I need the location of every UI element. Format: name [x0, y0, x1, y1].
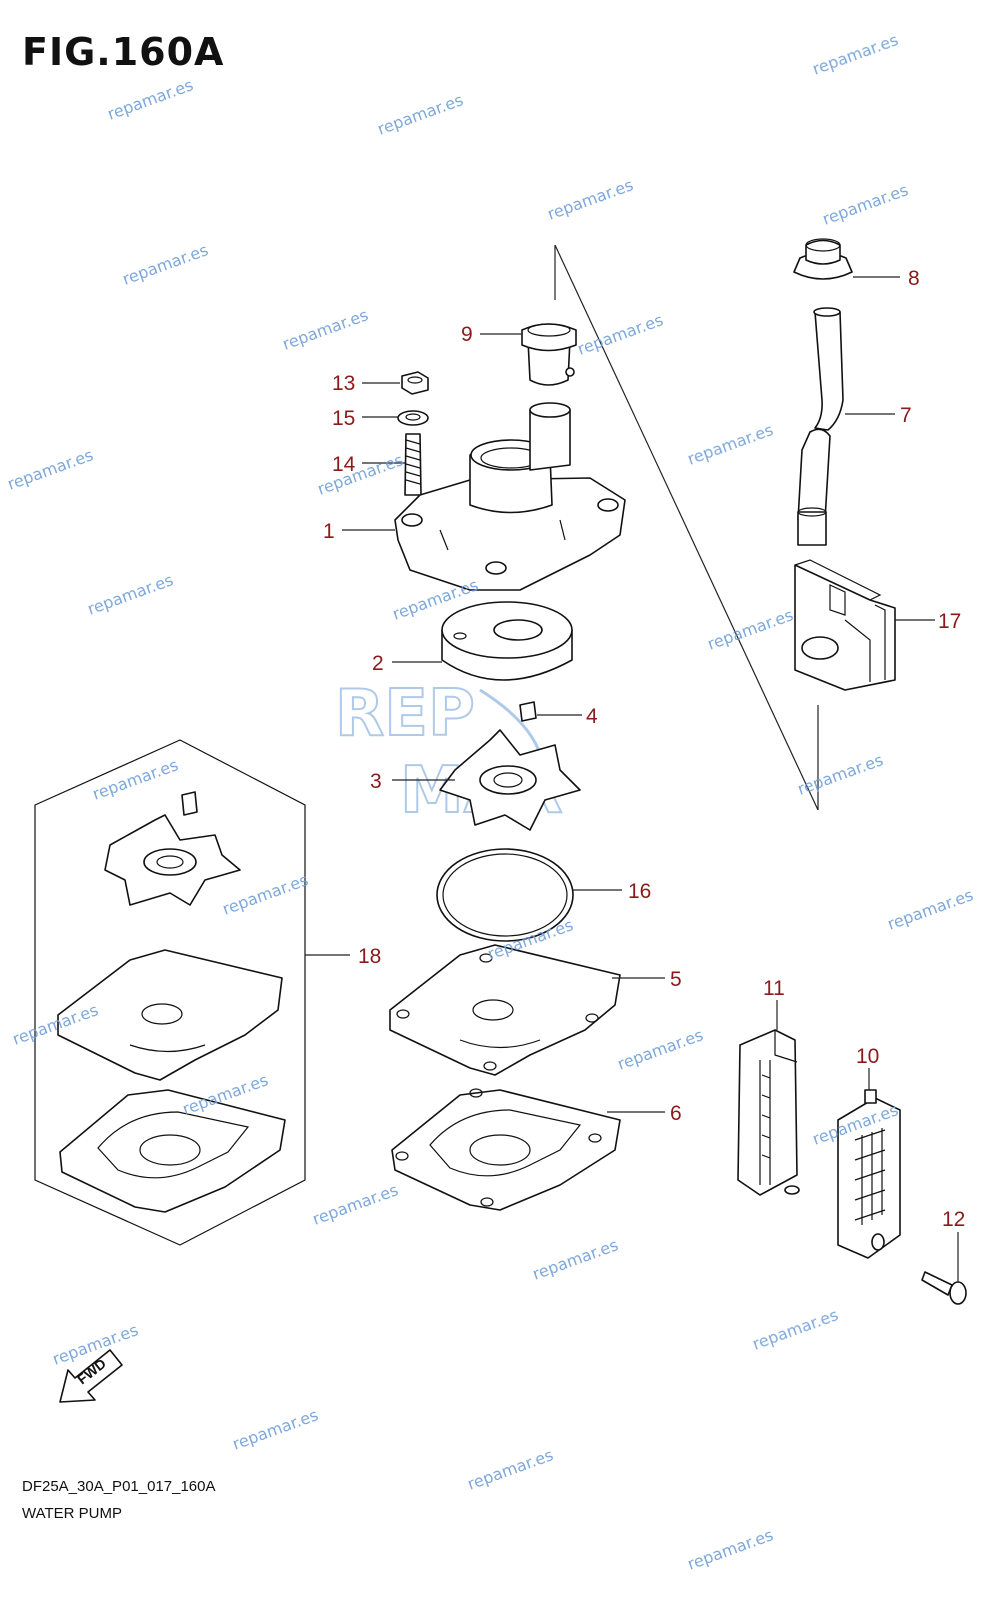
callout-17: 17	[938, 610, 961, 633]
svg-text:repamar.es: repamar.es	[310, 1180, 401, 1229]
part-15-washer[interactable]	[397, 410, 429, 426]
svg-text:repamar.es: repamar.es	[750, 1305, 841, 1354]
svg-text:repamar.es: repamar.es	[705, 605, 796, 654]
svg-text:repamar.es: repamar.es	[315, 450, 406, 499]
part-5-gasket[interactable]	[389, 944, 621, 1076]
part-8-grommet[interactable]	[793, 238, 853, 280]
svg-text:repamar.es: repamar.es	[685, 420, 776, 469]
part-13-nut[interactable]	[401, 371, 429, 395]
part-18-repair-kit[interactable]	[34, 739, 306, 1246]
svg-text:repamar.es: repamar.es	[5, 445, 96, 494]
part-10-screen[interactable]	[837, 1089, 901, 1259]
callout-6: 6	[670, 1102, 682, 1125]
part-9-collar[interactable]	[521, 323, 577, 386]
part-7-water-tube[interactable]	[797, 307, 844, 546]
svg-text:repamar.es: repamar.es	[280, 305, 371, 354]
callout-1: 1	[323, 520, 335, 543]
part-6-plate[interactable]	[391, 1088, 621, 1211]
part-12-screw[interactable]	[921, 1271, 967, 1305]
callout-8: 8	[908, 267, 920, 290]
callout-15: 15	[332, 407, 355, 430]
callout-7: 7	[900, 404, 912, 427]
svg-text:repamar.es: repamar.es	[90, 755, 181, 804]
callout-13: 13	[332, 372, 355, 395]
svg-text:repamar.es: repamar.es	[375, 90, 466, 139]
part-2-impeller-housing[interactable]	[441, 601, 573, 681]
callouts: 8 9 7 13 15 14 1 17 2 4 3 16 18 5 6 11 1…	[323, 267, 965, 1231]
svg-text:repamar.es: repamar.es	[685, 1525, 776, 1574]
svg-text:repamar.es: repamar.es	[465, 1445, 556, 1494]
svg-text:repamar.es: repamar.es	[220, 870, 311, 919]
part-16-o-ring[interactable]	[436, 848, 574, 942]
callout-18: 18	[358, 945, 381, 968]
svg-text:repamar.es: repamar.es	[820, 180, 911, 229]
svg-text:repamar.es: repamar.es	[85, 570, 176, 619]
svg-text:repamar.es: repamar.es	[230, 1405, 321, 1454]
callout-2: 2	[372, 652, 384, 675]
callout-11: 11	[763, 977, 785, 1000]
part-4-key[interactable]	[519, 701, 537, 722]
svg-text:repamar.es: repamar.es	[885, 885, 976, 934]
svg-text:repamar.es: repamar.es	[105, 75, 196, 124]
svg-text:repamar.es: repamar.es	[545, 175, 636, 224]
svg-text:repamar.es: repamar.es	[795, 750, 886, 799]
figure-name: WATER PUMP	[22, 1505, 122, 1522]
callout-12: 12	[942, 1208, 965, 1231]
callout-10: 10	[856, 1045, 879, 1068]
callout-14: 14	[332, 453, 356, 476]
svg-text:repamar.es: repamar.es	[120, 240, 211, 289]
leader-group-diagonal	[554, 244, 819, 811]
callout-3: 3	[370, 770, 382, 793]
figure-title: FIG.160A	[22, 30, 225, 74]
leader-lines	[305, 276, 959, 1282]
part-1-pump-case[interactable]	[394, 402, 626, 591]
part-17-tube-guide[interactable]	[794, 559, 896, 691]
part-11-cover[interactable]	[737, 1029, 800, 1196]
part-3-impeller[interactable]	[439, 729, 581, 831]
callout-9: 9	[461, 323, 473, 346]
part-14-stud[interactable]	[404, 433, 422, 496]
svg-text:repamar.es: repamar.es	[810, 30, 901, 79]
callout-4: 4	[586, 705, 598, 728]
svg-text:repamar.es: repamar.es	[615, 1025, 706, 1074]
callout-16: 16	[628, 880, 651, 903]
figure-code: DF25A_30A_P01_017_160A	[22, 1478, 216, 1495]
svg-text:repamar.es: repamar.es	[530, 1235, 621, 1284]
watermark-logo-top: REP	[335, 677, 475, 751]
callout-5: 5	[670, 968, 682, 991]
